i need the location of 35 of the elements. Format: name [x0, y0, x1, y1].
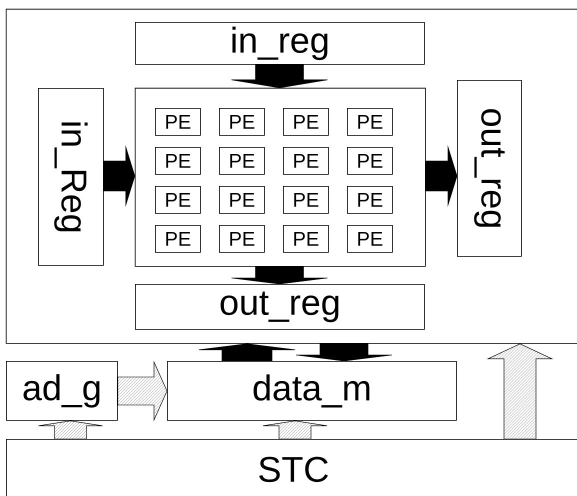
block-arrow: [104, 145, 136, 207]
pe-cell: PE: [219, 224, 265, 253]
block-arrow: [38, 420, 103, 440]
block-arrow: [231, 64, 328, 88]
pe-cell: PE: [347, 108, 393, 136]
block-arrow: [198, 344, 296, 362]
pe-cell: PE: [219, 186, 265, 214]
module-box: data_m: [167, 361, 457, 421]
register-box: out_reg: [135, 284, 425, 330]
pe-cell: PE: [155, 147, 201, 175]
pe-cell: PE: [347, 186, 393, 214]
block-arrow: [486, 343, 554, 440]
pe-cell: PE: [283, 224, 329, 253]
block-arrow: [296, 344, 392, 362]
pe-cell: PE: [219, 108, 265, 136]
pe-cell: PE: [155, 108, 201, 136]
pe-cell: PE: [347, 147, 393, 175]
pe-cell: PE: [283, 147, 329, 175]
pe-cell: PE: [155, 186, 201, 214]
register-box: in_reg: [135, 22, 425, 65]
block-arrow: [426, 145, 458, 207]
pe-cell: PE: [283, 186, 329, 214]
pe-array-box: [134, 88, 426, 267]
pe-cell: PE: [283, 108, 329, 136]
block-arrow: [262, 420, 328, 440]
controller-box: STC: [6, 439, 577, 496]
pe-cell: PE: [347, 224, 393, 253]
module-box: ad_g: [6, 361, 118, 421]
block-arrow: [231, 266, 328, 284]
register-box: out_reg: [457, 80, 522, 257]
pe-cell: PE: [155, 224, 201, 253]
register-box: in_Reg: [38, 88, 104, 266]
pe-cell: PE: [219, 147, 265, 175]
outer-frame: [6, 8, 577, 344]
block-arrow: [118, 360, 168, 422]
